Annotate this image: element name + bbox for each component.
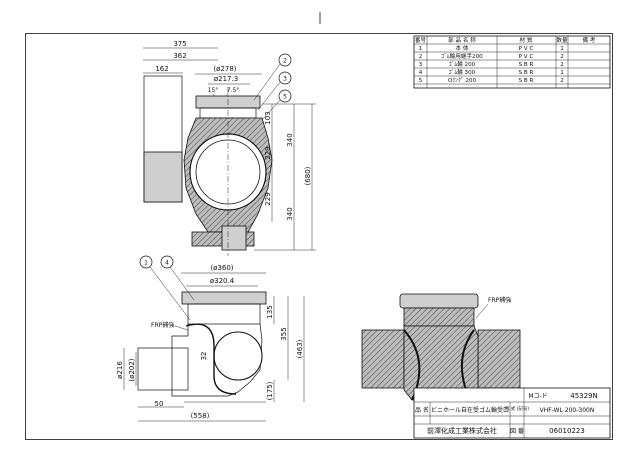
name-label: 品 名 [415, 406, 429, 414]
balloon-1: 1 [144, 260, 148, 267]
balloon-3: 3 [283, 76, 287, 83]
dim-50: (175) [266, 381, 274, 400]
dim-dia-217: ø217.3 [214, 75, 238, 83]
dim-32: 32 [200, 352, 208, 361]
dim-375: 375 [173, 40, 186, 48]
model-value: VHF-WL 200-300N [540, 407, 595, 414]
dim-558: (558) [191, 412, 210, 420]
parts-row-5-qty: 2 [560, 78, 564, 84]
parts-table: 番号 部 品 名 称 材 質 数量 備 考 1 本 体 P V C 1 2 ｺﾞ… [413, 35, 611, 89]
dim-dia-216: ø216 [116, 361, 124, 379]
parts-header-material: 材 質 [520, 36, 533, 44]
top-view: 375 362 162 (ø278) ø217.3 15° 7.5° [143, 40, 316, 256]
company-name: 前澤化成工業株式会社 [427, 426, 497, 435]
balloon-4: 4 [165, 260, 169, 267]
parts-row-1-no: 1 [419, 46, 423, 52]
balloon-2: 2 [283, 58, 287, 65]
parts-row-2-name: ｺﾞﾑ輪用継手200 [441, 52, 483, 60]
parts-row-3-no: 3 [419, 62, 423, 68]
dim-dia-360: (ø360) [210, 264, 233, 272]
drawing-number: 06010223 [549, 427, 585, 435]
title-block: Mコ-ド 45329N 品 名 ビニホール自在受ゴム輪受口 形 式 (記号) V… [413, 387, 611, 439]
parts-row-1-material: P V C [519, 46, 534, 52]
parts-header-remarks: 備 考 [583, 36, 596, 44]
parts-row-1-name: 本 体 [456, 44, 469, 52]
name-value: ビニホール自在受ゴム輪受口 [431, 406, 509, 414]
parts-header-name: 部 品 名 称 [448, 36, 476, 44]
section-view: FRP補強 [361, 293, 521, 401]
sheet-border [25, 33, 613, 440]
dim-135: 135 [266, 305, 274, 318]
parts-row-3-name: ｺﾞﾑ輪 200 [449, 60, 476, 68]
parts-header-qty: 数量 [556, 36, 568, 44]
parts-row-3-material: S B R [519, 62, 534, 68]
parts-row-2-material: P V C [519, 54, 534, 60]
parts-row-4-material: S B R [519, 70, 534, 76]
parts-row-1-qty: 1 [560, 46, 564, 52]
dim-463: (463) [296, 339, 304, 358]
dim-229-bottom: 229 [264, 192, 272, 205]
code-value: 45329N [570, 392, 598, 400]
dim-162: 162 [155, 65, 168, 73]
parts-row-5-no: 5 [419, 78, 423, 84]
model-label: 形 式 (記号) [505, 405, 530, 412]
parts-row-4-qty: 1 [560, 70, 564, 76]
parts-row-2-no: 2 [419, 54, 423, 60]
dim-355: 355 [280, 327, 288, 340]
dim-362: 362 [173, 52, 186, 60]
parts-row-5-material: S B R [519, 78, 534, 84]
parts-row-5-name: Oﾘﾝｸﾞ 200 [448, 77, 476, 84]
parts-header-no: 番号 [415, 37, 427, 44]
dim-340-top: 340 [286, 133, 294, 146]
frp-label-front: FRP補強 [151, 321, 174, 329]
dim-angle-15: 15° [208, 87, 219, 94]
parts-row-3-qty: 2 [560, 62, 564, 68]
dim-340-bottom: 340 [286, 207, 294, 220]
frp-label-section: FRP補強 [488, 296, 511, 304]
balloon-5: 5 [283, 94, 287, 101]
parts-row-4-name: ｺﾞﾑ輪 300 [449, 68, 476, 76]
dim-dia-320: ø320.4 [210, 277, 235, 285]
code-label: Mコ-ド [528, 393, 547, 400]
front-view: (ø360) ø320.4 1 4 FRP補強 135 355 (463) ( [116, 255, 305, 422]
dim-229-top: 229 [264, 146, 272, 159]
dim-175: 50 [155, 400, 164, 408]
parts-row-2-qty: 2 [560, 54, 564, 60]
drawing-label: 図 番 [510, 428, 524, 435]
dim-dia-202: (ø202) [128, 358, 136, 381]
dim-103: 103 [264, 111, 272, 124]
dim-angle-7-5: 7.5° [227, 87, 240, 94]
dim-dia-278: (ø278) [213, 65, 236, 73]
parts-row-4-no: 4 [419, 70, 423, 76]
dim-680: (680) [304, 166, 312, 185]
